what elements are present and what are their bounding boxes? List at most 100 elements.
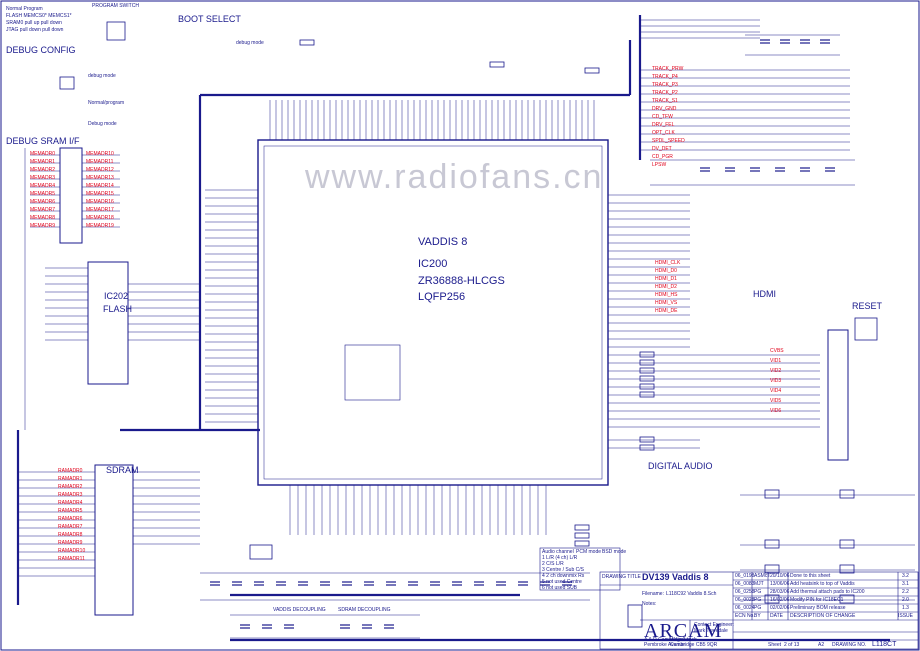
watermark: www.radiofans.cn xyxy=(305,158,604,196)
rev-date: 20/10/06 xyxy=(770,573,790,579)
audio-table-header: PCM mode xyxy=(576,549,602,555)
rev-desc: Add thermal attach pads to IC200 xyxy=(790,589,865,595)
net-label: RAMADR5 xyxy=(58,508,83,514)
debug-mode-label-3: debug mode xyxy=(236,40,264,46)
net-label: VID6 xyxy=(770,408,782,414)
net-label: DV_DET xyxy=(652,146,672,152)
audio-table-row: 6 not used SUB xyxy=(542,585,578,591)
net-label: TRACK_P4 xyxy=(652,74,678,80)
drawing-no: L118CT xyxy=(872,641,897,648)
net-label: TRACK_P2 xyxy=(652,90,678,96)
rev-header: DATE xyxy=(770,613,783,619)
arcam-logo: ARCAM xyxy=(644,620,723,642)
net-label: HDMI_VS xyxy=(655,300,678,306)
net-label: RAMADR10 xyxy=(58,548,86,554)
net-label: CD_PGR xyxy=(652,154,673,160)
ic200-package: LQFP256 xyxy=(418,291,466,303)
rev-header: ECN No. xyxy=(735,613,755,619)
rev-issue: 3.2 xyxy=(902,573,909,579)
rev-by: PG xyxy=(754,597,762,603)
rev-date: 16/02/06 xyxy=(770,597,790,603)
rev-header: ISSUE xyxy=(898,613,914,619)
program-switch-title: PROGRAM SWITCH xyxy=(92,3,139,9)
rev-by: ASMcT xyxy=(754,573,771,579)
net-label: RAMADR4 xyxy=(58,500,83,506)
net-label: DRV_FEL xyxy=(652,122,675,128)
net-label: RAMADR3 xyxy=(58,492,83,498)
flash-name: FLASH xyxy=(103,304,133,314)
vaddis-decoupling-title: VADDIS DECOUPLING xyxy=(273,607,326,613)
rev-desc: Preliminary BOM release xyxy=(790,605,846,611)
rev-date: 13/06/06 xyxy=(770,581,790,587)
contact-name: Mark Tweedale xyxy=(694,628,728,634)
rev-date: 28/03/06 xyxy=(770,589,790,595)
rev-issue: 3.1 xyxy=(902,581,909,587)
address-line: A & R Cambridge Ltd. xyxy=(644,637,693,643)
audio-table-row: 3 Centre / Sub C/S xyxy=(542,567,584,573)
rev-issue: 2.0 xyxy=(902,597,909,603)
rev-issue: 1.3 xyxy=(902,605,909,611)
hdmi-title: HDMI xyxy=(753,289,776,299)
net-label: RAMADR6 xyxy=(58,516,83,522)
net-label: MEMADR6 xyxy=(30,199,56,205)
audio-table-row: 4 2 ch downmix Rs xyxy=(542,573,585,579)
net-label: MEMADR18 xyxy=(86,215,114,221)
rev-by: PG xyxy=(754,589,762,595)
net-label: RAMADR9 xyxy=(58,540,83,546)
drawing-title: DV139 Vaddis 8 xyxy=(642,572,709,582)
normal-program-label: Normal/program xyxy=(88,100,125,106)
net-label: MEMADR19 xyxy=(86,223,114,229)
drawing-no-label: DRAWING NO. xyxy=(832,642,867,648)
net-label: CD_TFW xyxy=(652,114,673,120)
net-label: MEMADR11 xyxy=(86,159,114,165)
net-label: MEMADR10 xyxy=(86,151,114,157)
rev-desc: Add heatsink to top of Vaddis xyxy=(790,581,855,587)
net-label: OPT_CLK xyxy=(652,130,675,136)
rev-header: DESCRIPTION OF CHANGE xyxy=(790,613,856,619)
net-label: DRV_GND xyxy=(652,106,677,112)
net-label: TRACK_P3 xyxy=(652,82,678,88)
flash-ref: IC202 xyxy=(104,291,129,301)
reset-title: RESET xyxy=(852,301,883,311)
rev-header: BY xyxy=(754,613,761,619)
net-label: MEMADR15 xyxy=(86,191,114,197)
rev-desc: Modify PIN for IC18EC1 xyxy=(790,597,844,603)
boot-table-row: SRAM0 pull up pull down xyxy=(6,20,62,26)
address-line: Pembroke Avenue xyxy=(644,642,685,648)
net-label: MEMADR0 xyxy=(30,151,56,157)
net-label: VID2 xyxy=(770,368,782,374)
notes-label: Notes: xyxy=(642,601,657,607)
audio-table-row: 1 L/R (4 ch) L/R xyxy=(542,555,578,561)
net-label: TRACK_PRW xyxy=(652,66,684,72)
net-label: MEMADR14 xyxy=(86,183,114,189)
net-label: MEMADR16 xyxy=(86,199,114,205)
net-label: HDMI_CLK xyxy=(655,260,681,266)
filename-label: Filename: xyxy=(642,591,664,597)
audio-table-row: 5 not used Centre xyxy=(542,579,582,585)
net-label: MEMADR5 xyxy=(30,191,56,197)
filename: L118C92 Vaddis 8.Sch xyxy=(666,591,717,597)
net-label: MEMADR13 xyxy=(86,175,114,181)
net-label: VID4 xyxy=(770,388,782,394)
net-label: MEMADR2 xyxy=(30,167,56,173)
audio-table-row: 2 C/S L/R xyxy=(542,561,564,567)
ic200-part: ZR36888-HLCGS xyxy=(418,275,505,287)
sdram-decoupling-title: SDRAM DECOUPLING xyxy=(338,607,391,613)
net-label: MEMADR4 xyxy=(30,183,56,189)
sdram-title: SDRAM xyxy=(106,465,139,475)
boot-table-row: FLASH MEMCS0* MEMCS1* xyxy=(6,13,72,19)
net-label: MEMADR9 xyxy=(30,223,56,229)
net-label: RAMADR11 xyxy=(58,556,85,562)
rev-desc: Done to this sheet xyxy=(790,573,831,579)
boot-table-header: Normal Program xyxy=(6,6,43,12)
digital-audio-title: DIGITAL AUDIO xyxy=(648,461,713,471)
net-label: RAMADR1 xyxy=(58,476,83,482)
audio-table-header: Audio channel xyxy=(542,549,574,555)
net-label: MEMADR17 xyxy=(86,207,114,213)
net-label: VID3 xyxy=(770,378,782,384)
net-label: MEMADR12 xyxy=(86,167,114,173)
net-label: MEMADR8 xyxy=(30,215,56,221)
contact-label: Contact Engineer: xyxy=(694,622,735,628)
net-label: HDMI_D2 xyxy=(655,284,677,290)
